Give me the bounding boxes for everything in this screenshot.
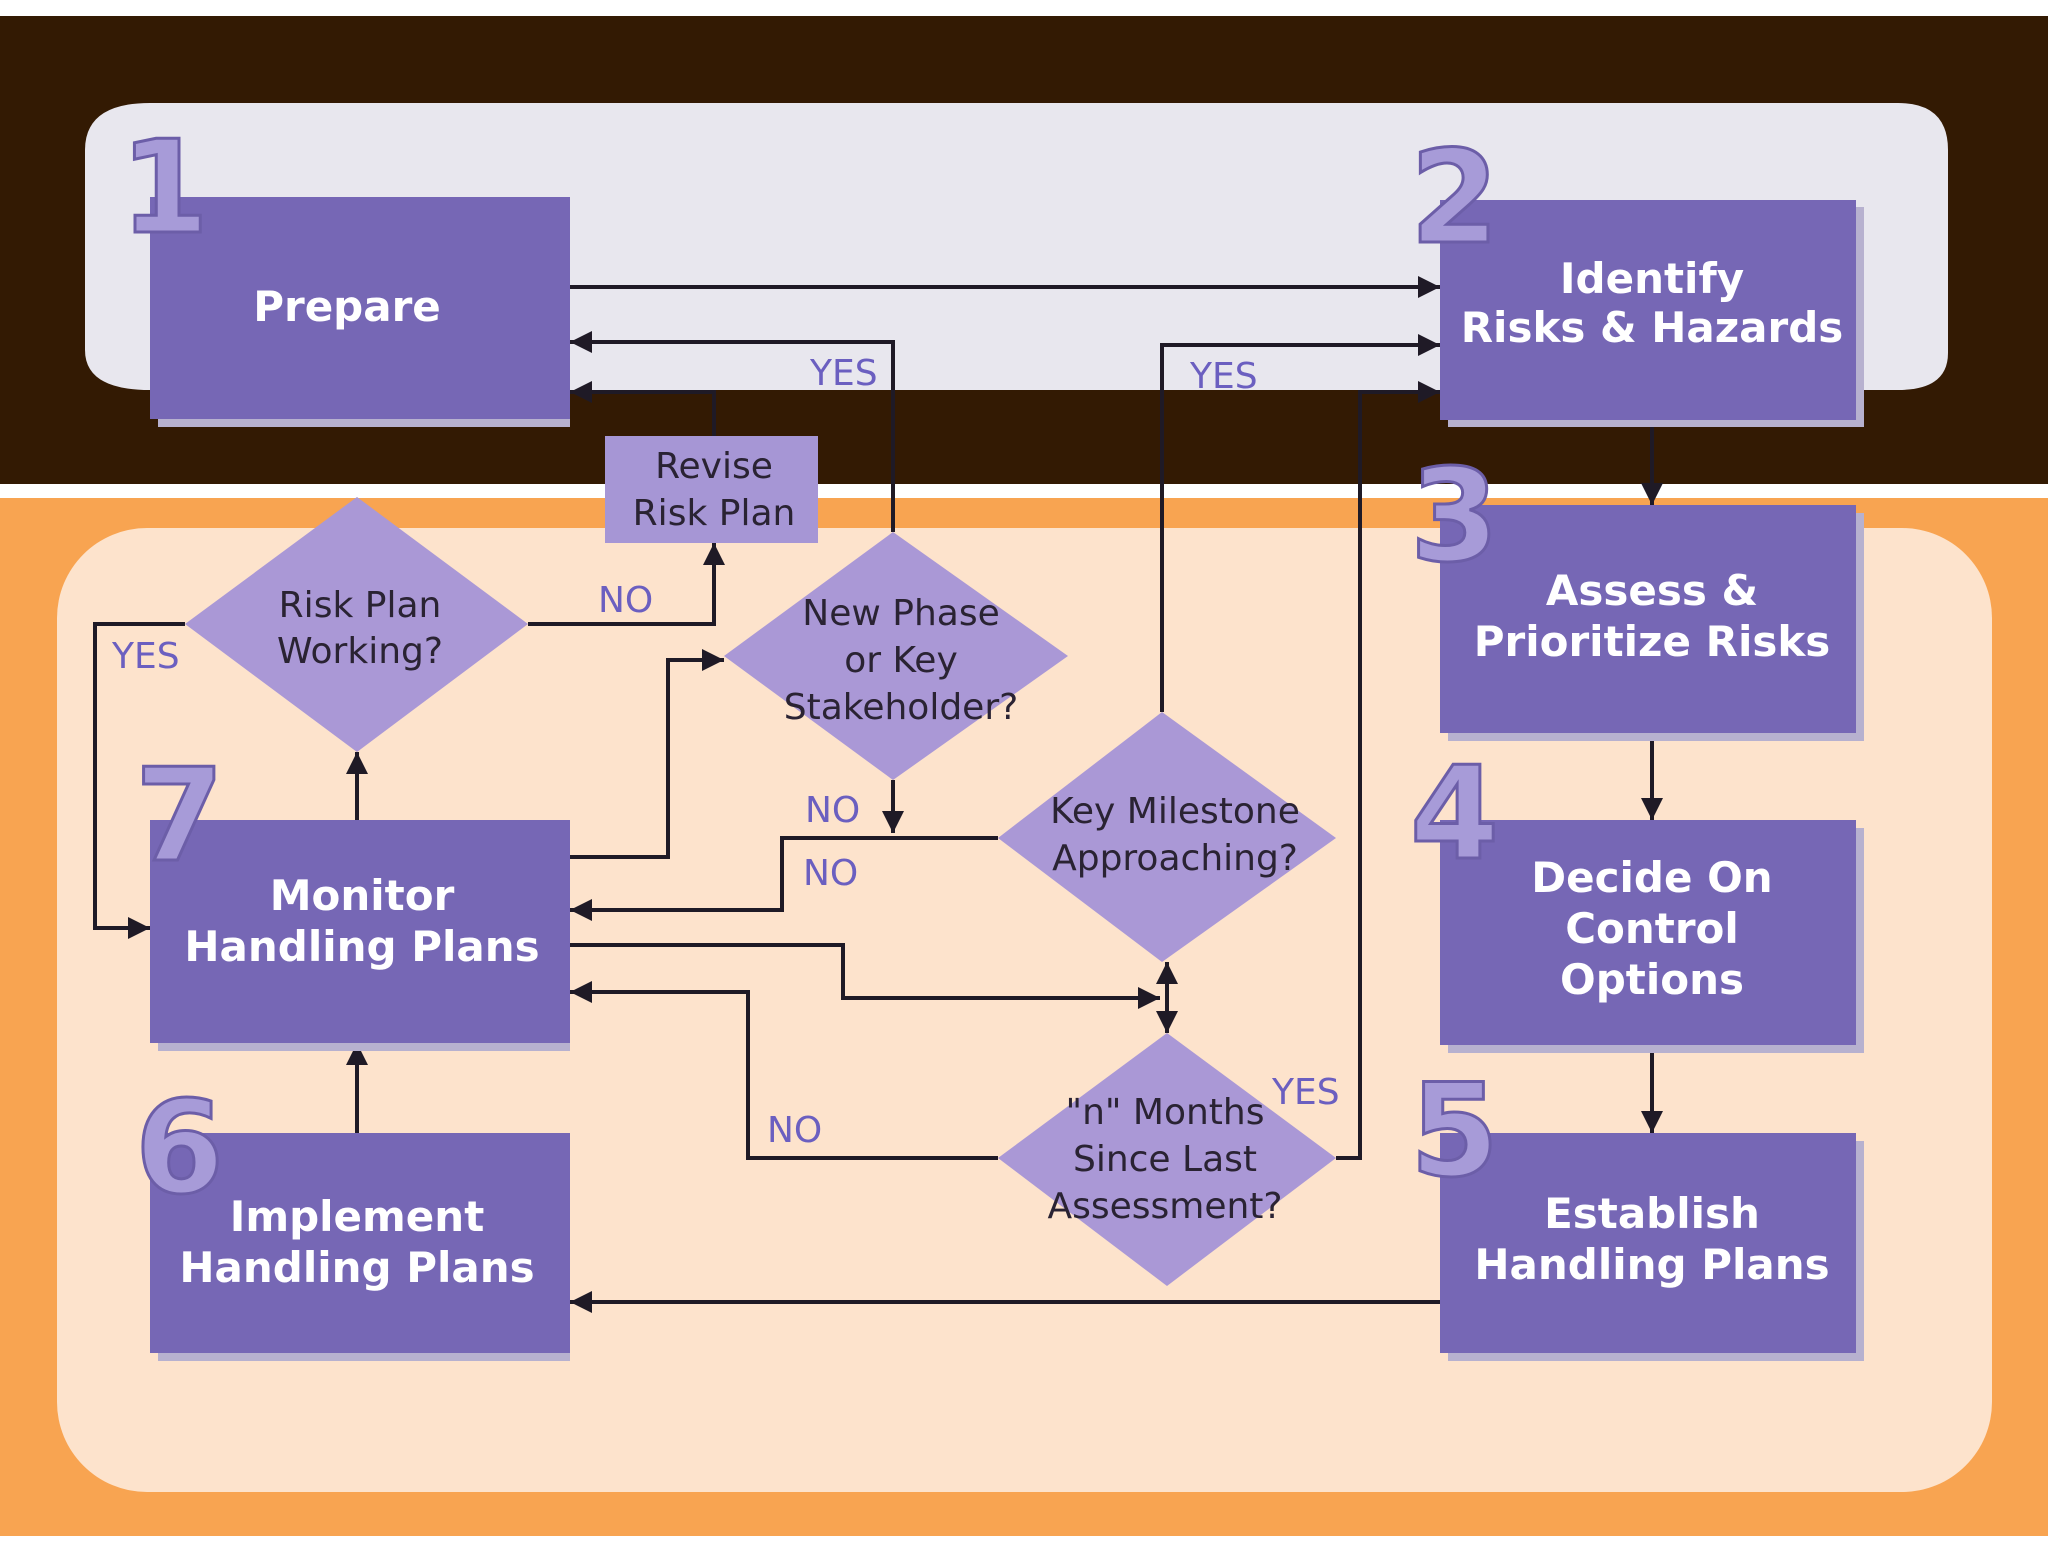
revise-label-line1: Revise [655, 446, 773, 487]
arrow-monitor-to-new-phase [570, 649, 724, 859]
step-monitor: Monitor Handling Plans [150, 820, 570, 1051]
identify-label-line2: Risks & Hazards [1461, 303, 1844, 352]
establish-box [1440, 1133, 1856, 1353]
yes-label-risk-plan: YES [111, 636, 180, 677]
step-number-2: 2 [1410, 124, 1499, 273]
prepare-box [150, 197, 570, 419]
assess-label-line2: Prioritize Risks [1474, 617, 1831, 666]
step-number-4: 4 [1410, 740, 1499, 889]
risk-plan-diamond [185, 497, 528, 752]
prepare-label: Prepare [253, 282, 441, 331]
step-number-7: 7 [135, 742, 224, 891]
arrow-revise-to-prepare [570, 381, 716, 436]
identify-label-line1: Identify [1560, 254, 1744, 303]
risk-plan-label-line1: Risk Plan [279, 585, 442, 626]
step-implement: Implement Handling Plans [150, 1133, 570, 1361]
decide-label-line2: Control [1565, 904, 1739, 953]
decision-new-phase: New Phase or Key Stakeholder? [724, 532, 1068, 780]
months-diamond [998, 1033, 1336, 1286]
milestone-label-line2: Approaching? [1052, 838, 1298, 879]
new-phase-label-line1: New Phase [802, 593, 999, 634]
establish-label-line1: Establish [1544, 1189, 1760, 1238]
months-label-line2: Since Last [1073, 1139, 1257, 1180]
revise-box [605, 436, 818, 543]
decide-label-line1: Decide On [1531, 853, 1772, 902]
arrow-risk-plan-no-to-revise [528, 543, 725, 626]
arrow-months-no-to-monitor [570, 981, 998, 1160]
implement-box [150, 1133, 570, 1353]
background-white-gap [0, 484, 2048, 498]
connectors [93, 276, 1663, 1313]
risk-plan-label-line2: Working? [277, 631, 443, 672]
implement-label-line2: Handling Plans [179, 1243, 534, 1292]
arrow-months-yes-to-identify [1336, 381, 1440, 1160]
decide-label-line3: Options [1560, 955, 1744, 1004]
decision-risk-plan-working: Risk Plan Working? [185, 497, 528, 752]
revise-label-line2: Risk Plan [633, 493, 796, 534]
arrow-new-phase-yes-to-prepare [570, 331, 895, 532]
step-prepare: Prepare [150, 197, 570, 427]
step-establish: Establish Handling Plans [1440, 1133, 1864, 1361]
no-label-new-phase: NO [805, 790, 860, 831]
step-number-5: 5 [1410, 1057, 1499, 1206]
decision-key-milestone: Key Milestone Approaching? [998, 712, 1336, 962]
milestone-diamond [998, 712, 1336, 962]
monitor-label-line1: Monitor [270, 871, 455, 920]
monitor-box [150, 820, 570, 1043]
establish-label-line2: Handling Plans [1474, 1240, 1829, 1289]
arrow-milestone-yes-to-identify [1160, 334, 1440, 712]
step-identify: Identify Risks & Hazards [1440, 200, 1864, 427]
new-phase-label-line3: Stakeholder? [784, 687, 1019, 728]
implement-label-line1: Implement [230, 1192, 485, 1241]
assess-box [1440, 505, 1856, 733]
new-phase-label-line2: or Key [844, 640, 958, 681]
no-label-milestone: NO [803, 853, 858, 894]
months-label-line3: Assessment? [1047, 1186, 1282, 1227]
yes-label-milestone: YES [1189, 356, 1258, 397]
step-number-6: 6 [135, 1074, 224, 1223]
arrow-milestone-no-to-monitor [570, 836, 998, 921]
identify-box [1440, 200, 1856, 420]
arrow-monitor-to-timer [570, 943, 1160, 1009]
decide-box [1440, 820, 1856, 1045]
no-label-risk-plan: NO [598, 580, 653, 621]
step-decide: Decide On Control Options [1440, 820, 1864, 1053]
milestone-label-line1: Key Milestone [1050, 791, 1300, 832]
monitor-label-line2: Handling Plans [184, 922, 539, 971]
top-panel-cutout [590, 390, 1190, 402]
assess-label-line1: Assess & [1546, 566, 1758, 615]
step-assess: Assess & Prioritize Risks [1440, 505, 1864, 741]
step-number-1: 1 [120, 114, 209, 263]
new-phase-diamond [724, 532, 1068, 780]
arrow-risk-plan-yes-to-monitor [93, 622, 185, 939]
months-label-line1: "n" Months [1066, 1092, 1265, 1133]
step-number-3: 3 [1410, 442, 1499, 591]
decision-n-months: "n" Months Since Last Assessment? [998, 1033, 1336, 1286]
yes-label-months: YES [1271, 1072, 1340, 1113]
yes-label-new-phase: YES [809, 353, 878, 394]
no-label-months: NO [767, 1110, 822, 1151]
revise-risk-plan: Revise Risk Plan [605, 436, 818, 543]
